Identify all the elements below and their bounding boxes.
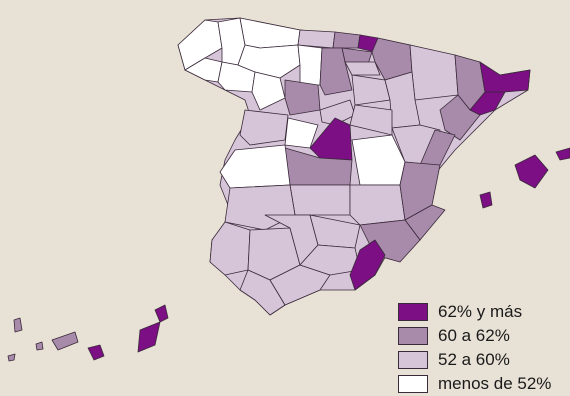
legend-swatch [398,303,428,321]
legend-label: 62% y más [438,302,523,321]
legend-label: 52 a 60% [438,350,510,369]
province-gran-canaria [87,344,105,361]
province-huelva [209,221,251,276]
province-burgos [319,47,353,96]
province-vizcaya [332,31,361,49]
province-almeria [349,239,386,291]
province-granada [299,244,361,276]
province-menorca [555,147,570,161]
province-ibiza [479,191,493,209]
province-segovia [319,99,356,126]
province-salamanca [239,109,289,146]
province-huesca [409,44,459,101]
province-la-palma [13,317,23,333]
province-tenerife [51,331,79,351]
legend-item: 62% y más [398,300,551,324]
legend-swatch [398,351,428,369]
legend-label: 60 a 62% [438,326,510,345]
legend-swatch [398,375,428,393]
legend-item: 52 a 60% [398,348,551,372]
province-albacete [349,184,406,226]
province-mallorca [514,154,549,189]
legend-swatch [398,327,428,345]
legend-item: 60 a 62% [398,324,551,348]
province-leon [237,44,301,79]
map-legend: 62% y más 60 a 62% 52 a 60% menos de 52% [398,300,551,396]
province-barcelona [469,91,506,116]
province-zamora [251,71,286,111]
legend-item: menos de 52% [398,372,551,396]
province-la-rioja [344,61,381,76]
province-ciudad-real [289,184,351,216]
province-la-gomera [35,341,44,351]
province-malaga [269,264,331,306]
legend-label: menos de 52% [438,374,552,393]
province-girona [479,61,531,93]
province-palencia [297,44,323,86]
province-lanzarote [154,304,169,323]
province-fuerteventura [137,321,161,353]
province-asturias [239,17,301,49]
province-valladolid [284,79,321,116]
province-tarragona [439,94,481,141]
province-el-hierro [7,353,16,362]
